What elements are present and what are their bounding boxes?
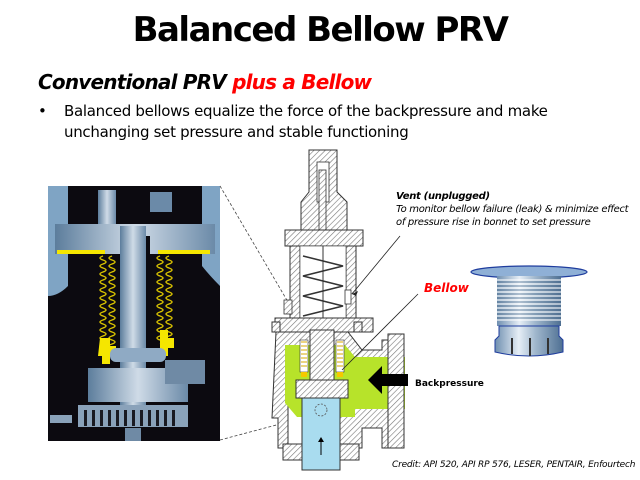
bellows-cutaway-photo: [48, 186, 220, 441]
metal-bellow-photo: [470, 265, 588, 357]
slide-title: Balanced Bellow PRV: [132, 10, 509, 50]
credit-text: Credit: API 520, API RP 576, LESER, PENT…: [392, 460, 636, 470]
vent-callout-line1: To monitor bellow failure (leak) & minim…: [396, 204, 629, 215]
bullet-marker: •: [38, 102, 47, 120]
backpressure-callout: Backpressure: [415, 379, 484, 389]
prv-cross-section: [271, 149, 408, 471]
vent-callout-line2: of pressure rise in bonnet to set pressu…: [396, 217, 591, 228]
bellow-callout: Bellow: [424, 281, 469, 295]
subtitle-accent: plus a Bellow: [232, 70, 372, 94]
bullet-point: • Balanced bellows equalize the force of…: [38, 101, 628, 143]
subtitle-main: Conventional PRV: [38, 70, 233, 94]
bullet-text: Balanced bellows equalize the force of t…: [64, 102, 548, 141]
vent-callout: Vent (unplugged) To monitor bellow failu…: [396, 190, 636, 229]
vent-callout-heading: Vent (unplugged): [396, 191, 490, 202]
zoom-lines: [219, 185, 289, 441]
slide-subtitle: Conventional PRV plus a Bellow: [38, 70, 372, 94]
callout-leaders: [341, 235, 419, 371]
